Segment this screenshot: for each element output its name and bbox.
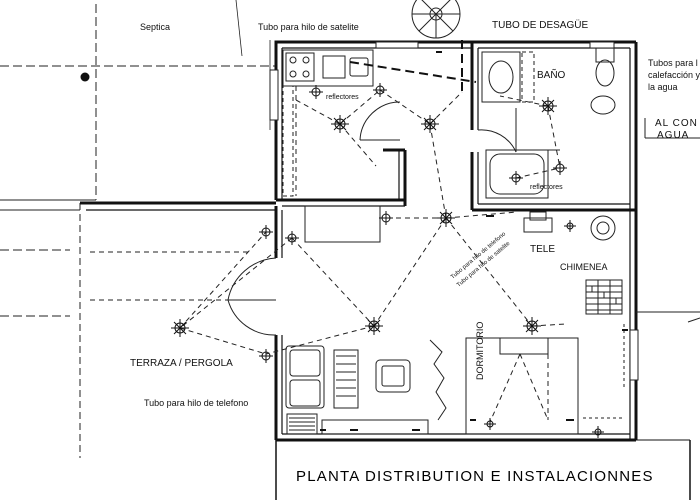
label-reflectores-bath: reflectores	[530, 184, 563, 191]
windows	[269, 41, 639, 381]
label-bano: BAÑO	[537, 70, 566, 81]
outlets	[320, 51, 628, 431]
septica-marker	[80, 72, 90, 82]
label-al-con: AL CON	[655, 118, 698, 129]
water-pipe	[349, 40, 477, 92]
electrical-runs	[90, 86, 567, 423]
label-terraza: TERRAZA / PERGOLA	[130, 358, 233, 369]
water-connection	[636, 118, 700, 323]
label-agua: AGUA	[657, 130, 690, 141]
label-reflectores-kitchen: reflectores	[326, 94, 359, 101]
label-tubos-para: Tubos para l	[648, 58, 698, 68]
spiral-staircase	[411, 0, 461, 39]
bathroom-fixtures	[481, 47, 616, 199]
label-la-agua: la agua	[648, 82, 678, 92]
kitchen-fixtures	[282, 49, 381, 243]
light-fixtures	[171, 83, 604, 438]
label-tubo-telefono: Tubo para hilo de telefono	[144, 398, 249, 408]
doors	[227, 101, 517, 336]
plan-title: PLANTA DISTRIBUTION E INSTALACIONNES	[296, 468, 654, 485]
site-boundary	[0, 0, 276, 458]
label-chimenea: CHIMENEA	[560, 262, 608, 272]
label-tele: TELE	[530, 244, 556, 255]
label-calefaccion: calefacción y	[648, 70, 700, 80]
label-dormitorio: DORMITORIO	[475, 321, 485, 380]
label-tubo-desague: TUBO DE DESAGÜE	[492, 20, 589, 31]
label-septica: Septica	[140, 22, 171, 32]
living-fixtures	[285, 211, 625, 435]
label-tubo-satelite: Tubo para hilo de satelite	[258, 22, 359, 32]
